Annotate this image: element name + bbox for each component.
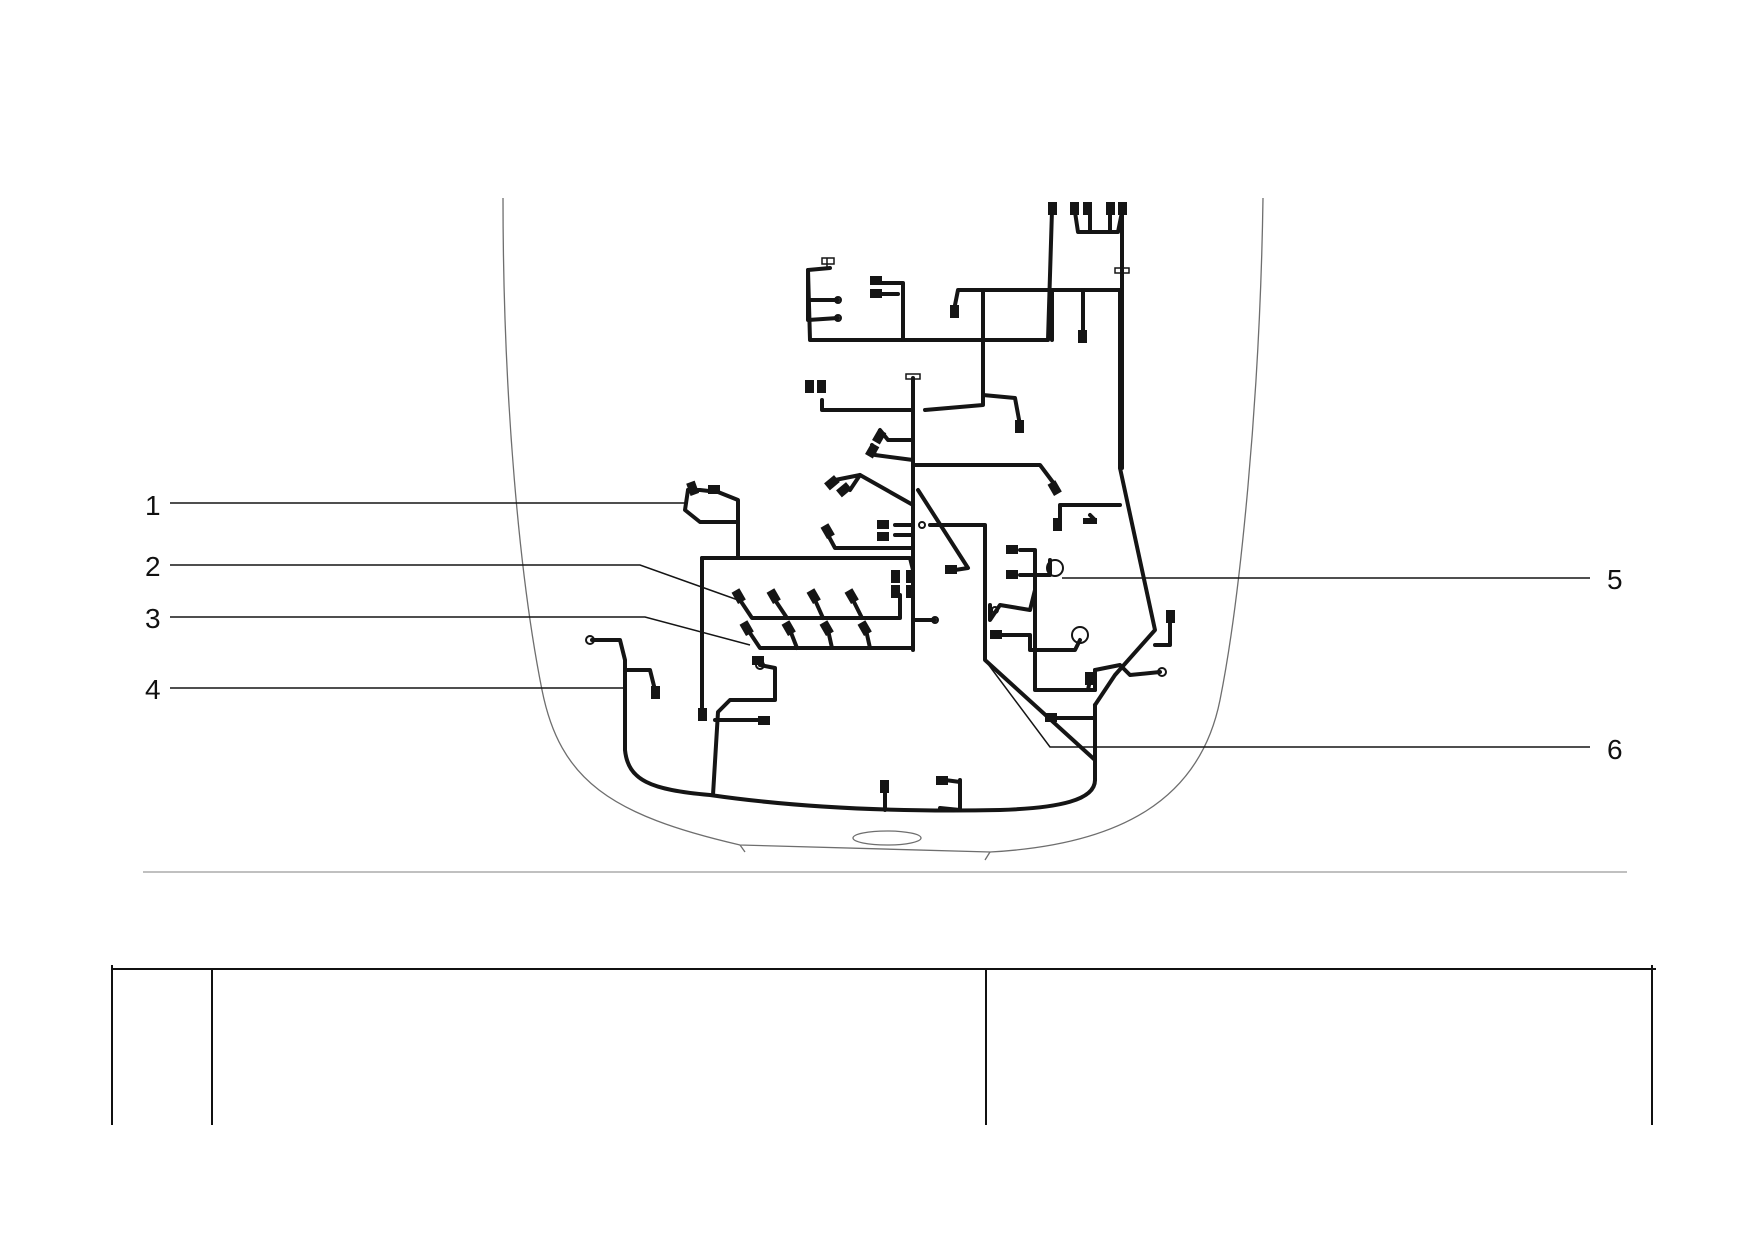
callout-leader-2 — [170, 564, 739, 601]
connector — [1085, 672, 1094, 685]
connector — [817, 380, 826, 393]
ring-terminal — [585, 635, 595, 645]
connector — [877, 520, 889, 529]
connector — [836, 482, 852, 498]
ring-terminal — [834, 314, 842, 322]
ring-terminal — [1071, 626, 1089, 644]
connector — [891, 585, 900, 598]
connector — [857, 620, 872, 637]
callout-number-5: 5 — [1607, 564, 1623, 595]
connector — [766, 588, 781, 605]
connector — [651, 686, 660, 699]
connector — [945, 565, 957, 574]
connector — [950, 305, 959, 318]
connector — [805, 380, 814, 393]
connector — [891, 570, 900, 583]
connector — [806, 588, 821, 605]
callout-number-4: 4 — [145, 674, 161, 705]
connector — [739, 620, 754, 637]
connector — [990, 630, 1002, 639]
ring-terminals — [585, 257, 1167, 677]
connector — [906, 570, 915, 583]
callout-number-1: 1 — [145, 490, 161, 521]
connector — [781, 620, 796, 637]
callout-leader-6 — [984, 659, 1590, 748]
callout-labels: 1 2 3 4 5 6 — [145, 490, 1623, 765]
connector — [1015, 420, 1024, 433]
tow-eye-outline — [852, 830, 922, 846]
callout-number-3: 3 — [145, 603, 161, 634]
connector — [820, 523, 835, 540]
connector — [1078, 330, 1087, 343]
connector — [906, 585, 915, 598]
connector — [758, 716, 770, 725]
vehicle-outline — [502, 197, 1264, 861]
connector — [872, 428, 887, 445]
connector — [686, 480, 700, 496]
ring-terminal — [834, 296, 842, 304]
connector — [708, 485, 720, 494]
connector — [1006, 570, 1018, 579]
connector — [936, 776, 948, 785]
connector — [1083, 202, 1092, 215]
connector — [824, 475, 840, 491]
ring-terminal — [755, 660, 765, 670]
connector — [877, 532, 889, 541]
callout-leader-3 — [170, 616, 751, 646]
callout-number-6: 6 — [1607, 734, 1623, 765]
connector — [1047, 480, 1062, 497]
ring-terminal — [1157, 667, 1167, 677]
connector — [1083, 518, 1097, 524]
connectors — [651, 202, 1175, 793]
ring-terminal — [991, 606, 999, 614]
connector — [870, 289, 882, 298]
connector — [1106, 202, 1115, 215]
connector — [1006, 545, 1018, 554]
connector — [1118, 202, 1127, 215]
connector — [880, 780, 889, 793]
ring-terminal — [1046, 559, 1064, 577]
harness-wires — [590, 208, 1172, 813]
ring-terminal — [821, 257, 835, 265]
connector — [865, 442, 880, 459]
connector — [1166, 610, 1175, 623]
harness-clip — [1114, 267, 1130, 274]
connector — [1053, 518, 1062, 531]
connector — [819, 620, 834, 637]
connector — [698, 708, 707, 721]
parts-table — [111, 965, 1656, 1125]
harness-clip — [905, 373, 921, 380]
connector — [1045, 713, 1057, 722]
ring-terminal — [918, 521, 926, 529]
callout-number-2: 2 — [145, 551, 161, 582]
connector — [1070, 202, 1079, 215]
ring-terminal — [931, 616, 939, 624]
connector — [870, 276, 882, 285]
connector — [1048, 202, 1057, 215]
callout-leaders — [170, 502, 1590, 748]
connector — [844, 588, 859, 605]
connector — [731, 588, 746, 605]
